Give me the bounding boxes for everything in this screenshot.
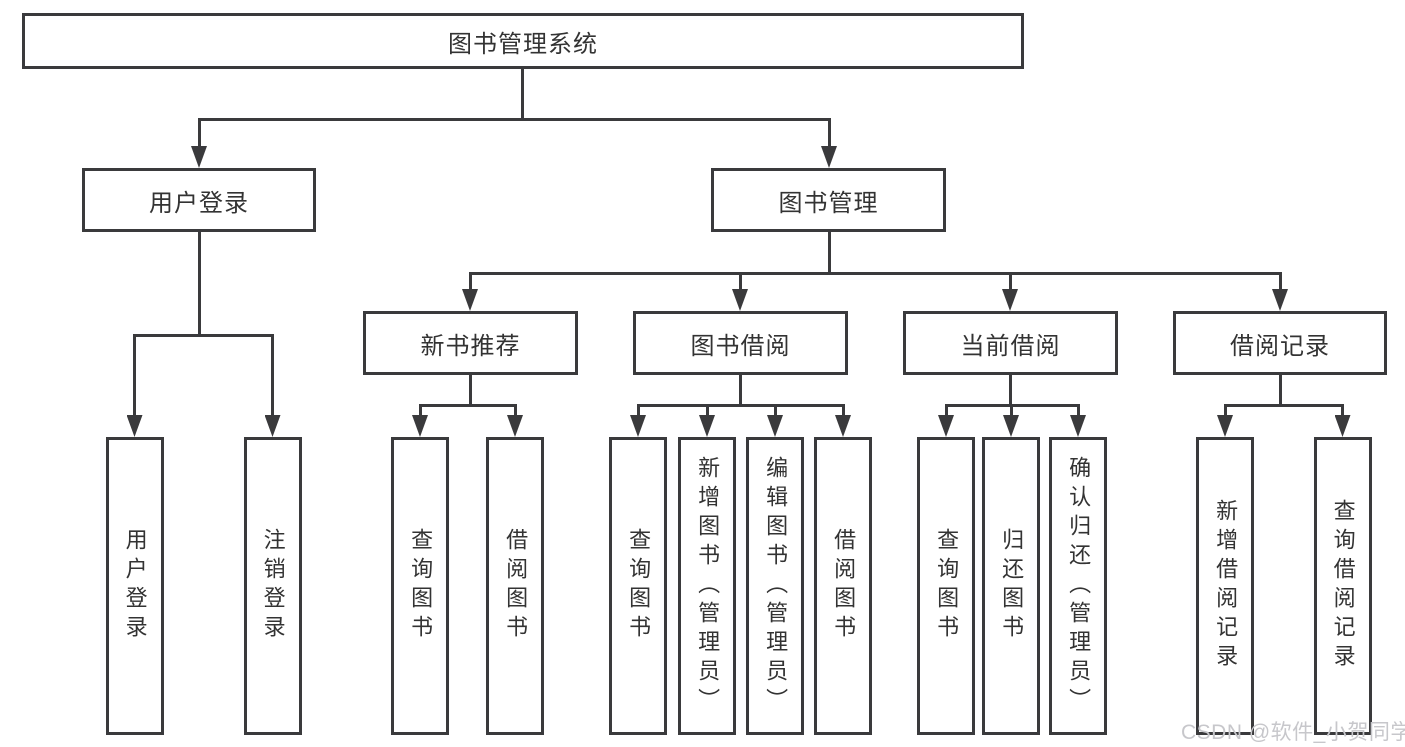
arrow-head bbox=[1070, 415, 1086, 437]
arrow-shaft bbox=[197, 119, 201, 156]
connector-line bbox=[468, 374, 472, 407]
arrow-down-icon bbox=[1272, 273, 1288, 311]
arrow-head bbox=[1334, 415, 1351, 437]
arrow-down-icon bbox=[630, 405, 646, 437]
arrow-shaft bbox=[1278, 273, 1282, 299]
arrow-down-icon bbox=[1217, 405, 1233, 437]
arrow-down-icon bbox=[191, 119, 207, 168]
arrow-down-icon bbox=[821, 119, 837, 168]
connector-line bbox=[1278, 374, 1282, 407]
arrow-down-icon bbox=[732, 273, 748, 311]
arrow-head bbox=[767, 415, 783, 437]
arrow-shaft bbox=[1008, 273, 1012, 299]
connector-line bbox=[468, 271, 1282, 275]
arrow-head bbox=[126, 415, 143, 437]
arrow-down-icon bbox=[767, 405, 783, 437]
connector-line bbox=[1008, 374, 1012, 407]
arrow-head bbox=[507, 415, 523, 437]
arrow-down-icon bbox=[264, 335, 281, 437]
connector-line bbox=[133, 333, 274, 337]
connector-line bbox=[520, 69, 524, 121]
arrow-head bbox=[938, 415, 954, 437]
arrow-head bbox=[191, 146, 207, 168]
arrow-down-icon bbox=[1002, 273, 1018, 311]
arrow-shaft bbox=[133, 335, 136, 425]
arrow-shaft bbox=[827, 119, 831, 156]
arrow-shaft bbox=[468, 273, 472, 299]
arrow-down-icon bbox=[1070, 405, 1086, 437]
arrow-head bbox=[264, 415, 281, 437]
arrow-head bbox=[412, 415, 428, 437]
arrow-shaft bbox=[738, 273, 742, 299]
connector-line bbox=[418, 403, 517, 407]
arrow-head bbox=[1002, 289, 1018, 311]
arrow-down-icon bbox=[462, 273, 478, 311]
arrow-down-icon bbox=[835, 405, 851, 437]
arrow-head bbox=[462, 289, 478, 311]
connector-line bbox=[636, 403, 845, 407]
connector-line bbox=[197, 231, 201, 337]
arrow-down-icon bbox=[1334, 405, 1351, 437]
arrow-down-icon bbox=[412, 405, 428, 437]
arrow-head bbox=[630, 415, 646, 437]
arrow-down-icon bbox=[507, 405, 523, 437]
connector-line bbox=[738, 374, 742, 407]
arrow-down-icon bbox=[938, 405, 954, 437]
arrow-head bbox=[1217, 415, 1233, 437]
arrow-head bbox=[835, 415, 851, 437]
watermark: CSDN @软件_小贺同学 bbox=[1181, 721, 1405, 744]
arrow-down-icon bbox=[1003, 405, 1019, 437]
connector-line bbox=[827, 231, 831, 275]
arrow-down-icon bbox=[699, 405, 715, 437]
connector-line bbox=[1223, 403, 1344, 407]
connector-line bbox=[197, 117, 831, 121]
arrow-down-icon bbox=[126, 335, 143, 437]
arrow-head bbox=[1272, 289, 1288, 311]
arrow-head bbox=[1003, 415, 1019, 437]
arrow-head bbox=[732, 289, 748, 311]
arrow-shaft bbox=[271, 335, 274, 425]
arrow-head bbox=[821, 146, 837, 168]
arrow-head bbox=[699, 415, 715, 437]
